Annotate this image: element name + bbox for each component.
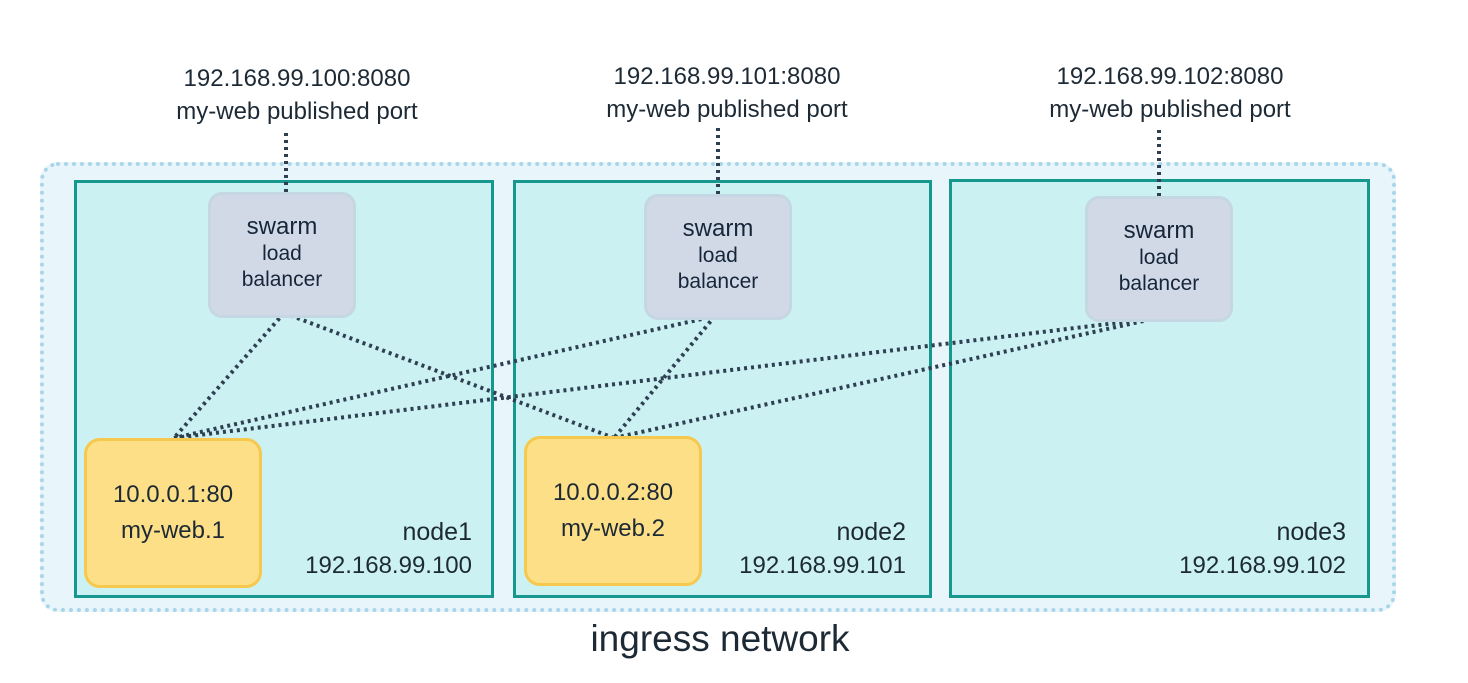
node-ip: 192.168.99.102 xyxy=(1179,552,1346,579)
node-name: node1 xyxy=(402,518,472,546)
task-name: my-web.1 xyxy=(120,517,226,544)
node-name: node3 xyxy=(1276,518,1346,546)
task-address: 10.0.0.2:80 xyxy=(552,479,674,506)
published-port-label: my-web published port xyxy=(176,98,418,125)
load-balancer-node1: swarm load balancer xyxy=(208,192,356,318)
load-balancer-line3: balancer xyxy=(241,268,323,291)
lb1-to-task2 xyxy=(283,311,615,440)
node-name: node2 xyxy=(836,518,906,546)
node1-label: node1 192.168.99.100 xyxy=(252,516,472,582)
published-port-address: 192.168.99.100:8080 xyxy=(183,65,411,92)
lb2-to-task1 xyxy=(173,314,716,440)
node2-label: node2 192.168.99.101 xyxy=(686,516,906,582)
load-balancer-node2: swarm load balancer xyxy=(644,194,792,320)
load-balancer-line1: swarm xyxy=(246,213,318,240)
node3-label: node3 192.168.99.102 xyxy=(1126,516,1346,582)
load-balancer-line1: swarm xyxy=(1123,217,1195,244)
published-port-node3: 192.168.99.102:8080 my-web published por… xyxy=(1010,60,1330,126)
lb2-to-task2 xyxy=(612,314,717,440)
network-label: ingress network xyxy=(590,618,850,659)
load-balancer-line2: load xyxy=(698,244,738,267)
load-balancer-line2: load xyxy=(262,242,302,265)
lb1-to-task1 xyxy=(172,311,286,440)
load-balancer-line3: balancer xyxy=(677,270,759,293)
task-address: 10.0.0.1:80 xyxy=(112,481,234,508)
load-balancer-node3: swarm load balancer xyxy=(1085,196,1233,322)
task-my-web-1: 10.0.0.1:80 my-web.1 xyxy=(84,438,262,588)
load-balancer-line2: load xyxy=(1139,246,1179,269)
node-ip: 192.168.99.100 xyxy=(305,552,472,579)
published-port-node2: 192.168.99.101:8080 my-web published por… xyxy=(567,60,887,126)
published-port-address: 192.168.99.101:8080 xyxy=(613,63,841,90)
load-balancer-line3: balancer xyxy=(1118,272,1200,295)
load-balancer-line1: swarm xyxy=(682,215,754,242)
task-my-web-2: 10.0.0.2:80 my-web.2 xyxy=(524,436,702,586)
published-port-label: my-web published port xyxy=(1049,96,1291,123)
lb3-to-task2 xyxy=(613,316,1158,440)
node-ip: 192.168.99.101 xyxy=(739,552,906,579)
published-port-label: my-web published port xyxy=(606,96,848,123)
published-port-address: 192.168.99.102:8080 xyxy=(1056,63,1284,90)
task-name: my-web.2 xyxy=(560,515,666,542)
published-port-node1: 192.168.99.100:8080 my-web published por… xyxy=(137,62,457,128)
